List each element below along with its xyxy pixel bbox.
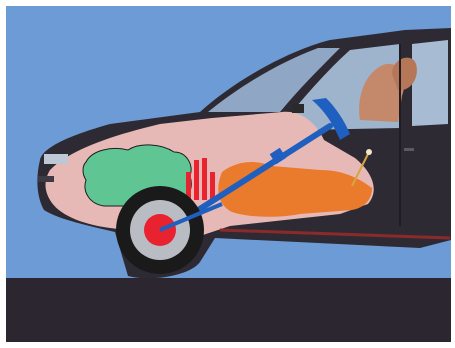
gear-knob xyxy=(366,149,372,155)
front-bumper xyxy=(38,176,54,182)
radiator-bar xyxy=(194,160,199,200)
headlight xyxy=(44,154,68,164)
side-mirror xyxy=(292,104,304,113)
rear-window xyxy=(412,40,448,126)
radiator-bar xyxy=(202,158,207,200)
road xyxy=(6,278,451,342)
door-handle xyxy=(404,148,414,151)
radiator-bar xyxy=(210,172,215,200)
